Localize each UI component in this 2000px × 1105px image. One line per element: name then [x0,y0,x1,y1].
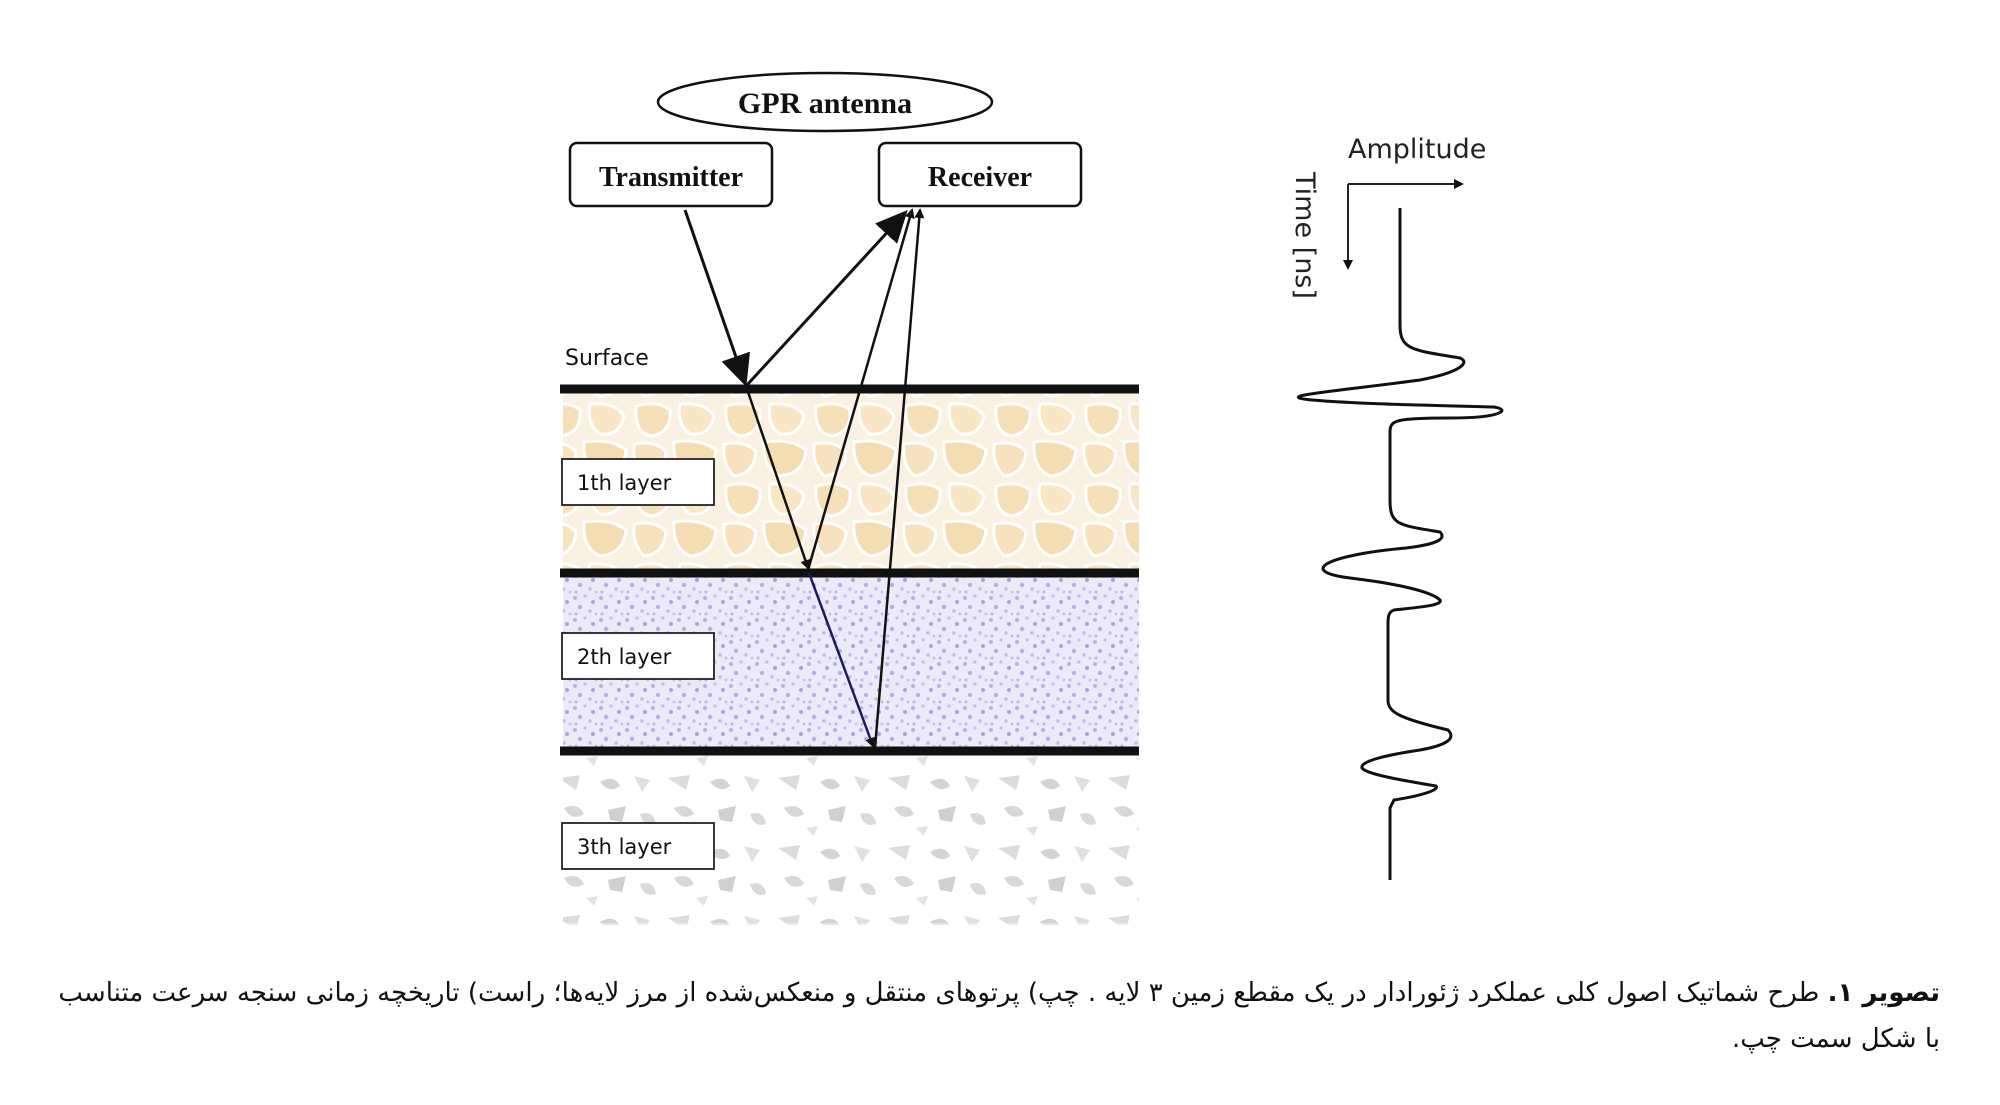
incident-ray [683,209,750,387]
receiver-box [877,141,1083,208]
figure-caption: تصویر ۱. طرح شماتیک اصول کلی عملکرد ژئور… [50,970,1940,1062]
surface-reflection-ray [745,210,908,387]
caption-text: طرح شماتیک اصول کلی عملکرد ژئورادار در ی… [58,978,1940,1054]
reflected-ray-layer2 [873,208,925,749]
time-label: Time [ns] [1289,171,1320,299]
layer3-label: 3th layer [577,835,672,859]
layer1-box [561,458,715,506]
caption-prefix: تصویر ۱. [1827,978,1940,1008]
receiver-label: Receiver [928,162,1032,193]
gpr-antenna-ellipse [656,71,994,133]
amplitude-waveform [1296,208,1504,880]
amplitude-label: Amplitude [1348,134,1486,165]
transmitter-label: Transmitter [599,162,743,193]
layer3-box [561,822,715,870]
layer2-label: 2th layer [577,645,672,669]
layer1-label: 1th layer [577,471,672,495]
reflected-ray-layer1 [806,208,915,571]
surface-label: Surface [565,346,649,371]
gpr-antenna-label: GPR antenna [738,87,912,120]
refracted-ray-layer1 [745,388,811,570]
refracted-ray-layer2 [807,572,875,748]
layer2-box [561,632,715,680]
transmitter-box [568,141,774,208]
